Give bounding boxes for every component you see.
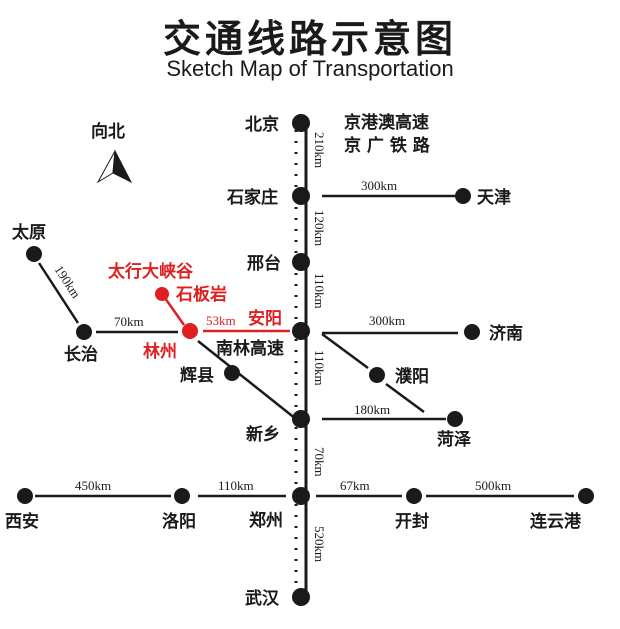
label-xinxiang: 新乡 [246,424,280,445]
dist-zhengzhou-kaifeng: 67km [340,478,370,493]
label-tianjin: 天津 [477,187,511,208]
map-title-cn: 交通线路示意图 [162,17,457,61]
label-beijing: 北京 [245,114,279,135]
label-nanlin-expressway: 南林高速 [216,338,284,359]
line-puyang-b [385,382,425,414]
map-title-en: Sketch Map of Transportation [166,56,454,81]
line-shibanyan-linzhou [163,297,186,326]
dist-shijiazhuang-xingtai: 120km [312,210,327,246]
label-changzhi: 长治 [64,344,98,365]
label-zhengzhou: 郑州 [249,510,283,531]
label-wuhan: 武汉 [245,588,280,609]
node-huixian[interactable] [224,365,240,381]
dist-xian-luoyang: 450km [75,478,111,493]
dist-xingtai-anyang: 110km [312,273,327,309]
label-jinan: 济南 [489,323,523,344]
label-lianyungang: 连云港 [530,511,582,532]
node-lianyungang[interactable] [578,488,594,504]
label-taiyuan: 太原 [12,222,46,243]
node-xinxiang[interactable] [292,410,310,428]
label-shijiazhuang: 石家庄 [226,187,278,208]
node-shibanyan[interactable] [155,287,169,301]
dist-shijiazhuang-tianjin: 300km [361,178,397,193]
line-puyang-a [321,332,369,370]
label-taihang-canyon: 太行大峡谷 [108,261,194,282]
node-beijing[interactable] [292,114,310,132]
node-linzhou[interactable] [182,323,198,339]
label-kaifeng: 开封 [395,511,429,532]
dist-taiyuan-changzhi: 190km [51,262,83,300]
node-anyang[interactable] [292,322,310,340]
node-jinan[interactable] [464,324,480,340]
node-kaifeng[interactable] [406,488,422,504]
north-arrow-icon [96,149,133,184]
label-luoyang: 洛阳 [162,511,196,532]
line-taiyuan-changzhi [37,262,80,324]
dist-xinxiang-heze: 180km [354,402,390,417]
node-puyang[interactable] [369,367,385,383]
node-wuhan[interactable] [292,588,310,606]
node-xingtai[interactable] [292,253,310,271]
node-zhengzhou[interactable] [292,487,310,505]
label-puyang: 濮阳 [395,366,429,387]
label-xingtai: 邢台 [247,253,281,274]
dist-linzhou-anyang: 53km [206,313,236,328]
dist-changzhi-linzhou: 70km [114,314,144,329]
line-linzhou-xinxiang [197,340,297,420]
legend-railway: 京 广 铁 路 [344,135,431,156]
label-huixian: 辉县 [180,366,214,386]
node-taiyuan[interactable] [26,246,42,262]
dist-anyang-xinxiang: 110km [312,350,327,386]
node-luoyang[interactable] [174,488,190,504]
node-heze[interactable] [447,411,463,427]
dist-beijing-shijiazhuang: 210km [312,132,327,168]
label-heze: 菏泽 [437,429,471,450]
label-shibanyan: 石板岩 [175,284,227,305]
dist-xinxiang-zhengzhou: 70km [312,447,327,477]
dist-anyang-jinan: 300km [369,313,405,328]
north-label: 向北 [91,121,125,142]
label-xian: 西安 [5,511,39,532]
legend-highway: 京港澳高速 [344,112,429,133]
label-anyang: 安阳 [248,308,282,329]
dist-luoyang-zhengzhou: 110km [218,478,254,493]
node-xian[interactable] [17,488,33,504]
node-shijiazhuang[interactable] [292,187,310,205]
label-linzhou: 林州 [143,341,177,362]
node-changzhi[interactable] [76,324,92,340]
dist-kaifeng-lianyungang: 500km [475,478,511,493]
node-tianjin[interactable] [455,188,471,204]
dist-zhengzhou-wuhan: 520km [312,526,327,562]
